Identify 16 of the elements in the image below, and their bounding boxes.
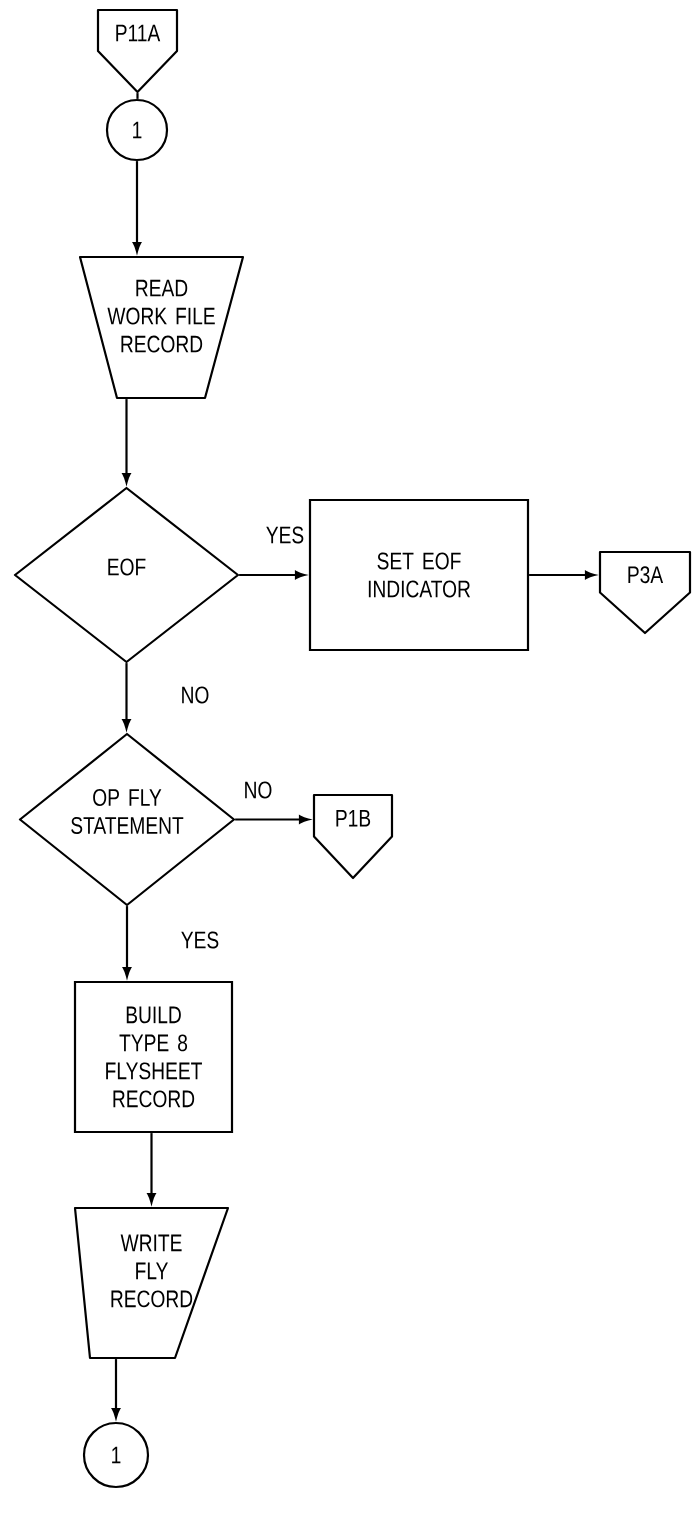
process-box: SET EOF INDICATOR	[308, 498, 530, 652]
input-output-trapezoid: READ WORK FILE RECORD	[78, 255, 245, 400]
input-output-trapezoid: WRITE FLY RECORD	[73, 1206, 230, 1360]
arrow	[132, 161, 142, 253]
edge-label: YES	[179, 930, 221, 950]
arrow	[122, 906, 132, 978]
off-page-connector: P1B	[312, 793, 394, 880]
edge-label: YES	[264, 525, 306, 545]
off-page-connector: P3A	[598, 550, 692, 635]
edge-label: NO	[179, 685, 211, 705]
off-page-connector: P11A	[96, 8, 179, 94]
arrow	[239, 570, 306, 580]
process-box: BUILD TYPE 8 FLYSHEET RECORD	[73, 980, 234, 1134]
arrow	[529, 570, 596, 580]
edge-label: NO	[242, 780, 274, 800]
arrow	[111, 1359, 121, 1419]
